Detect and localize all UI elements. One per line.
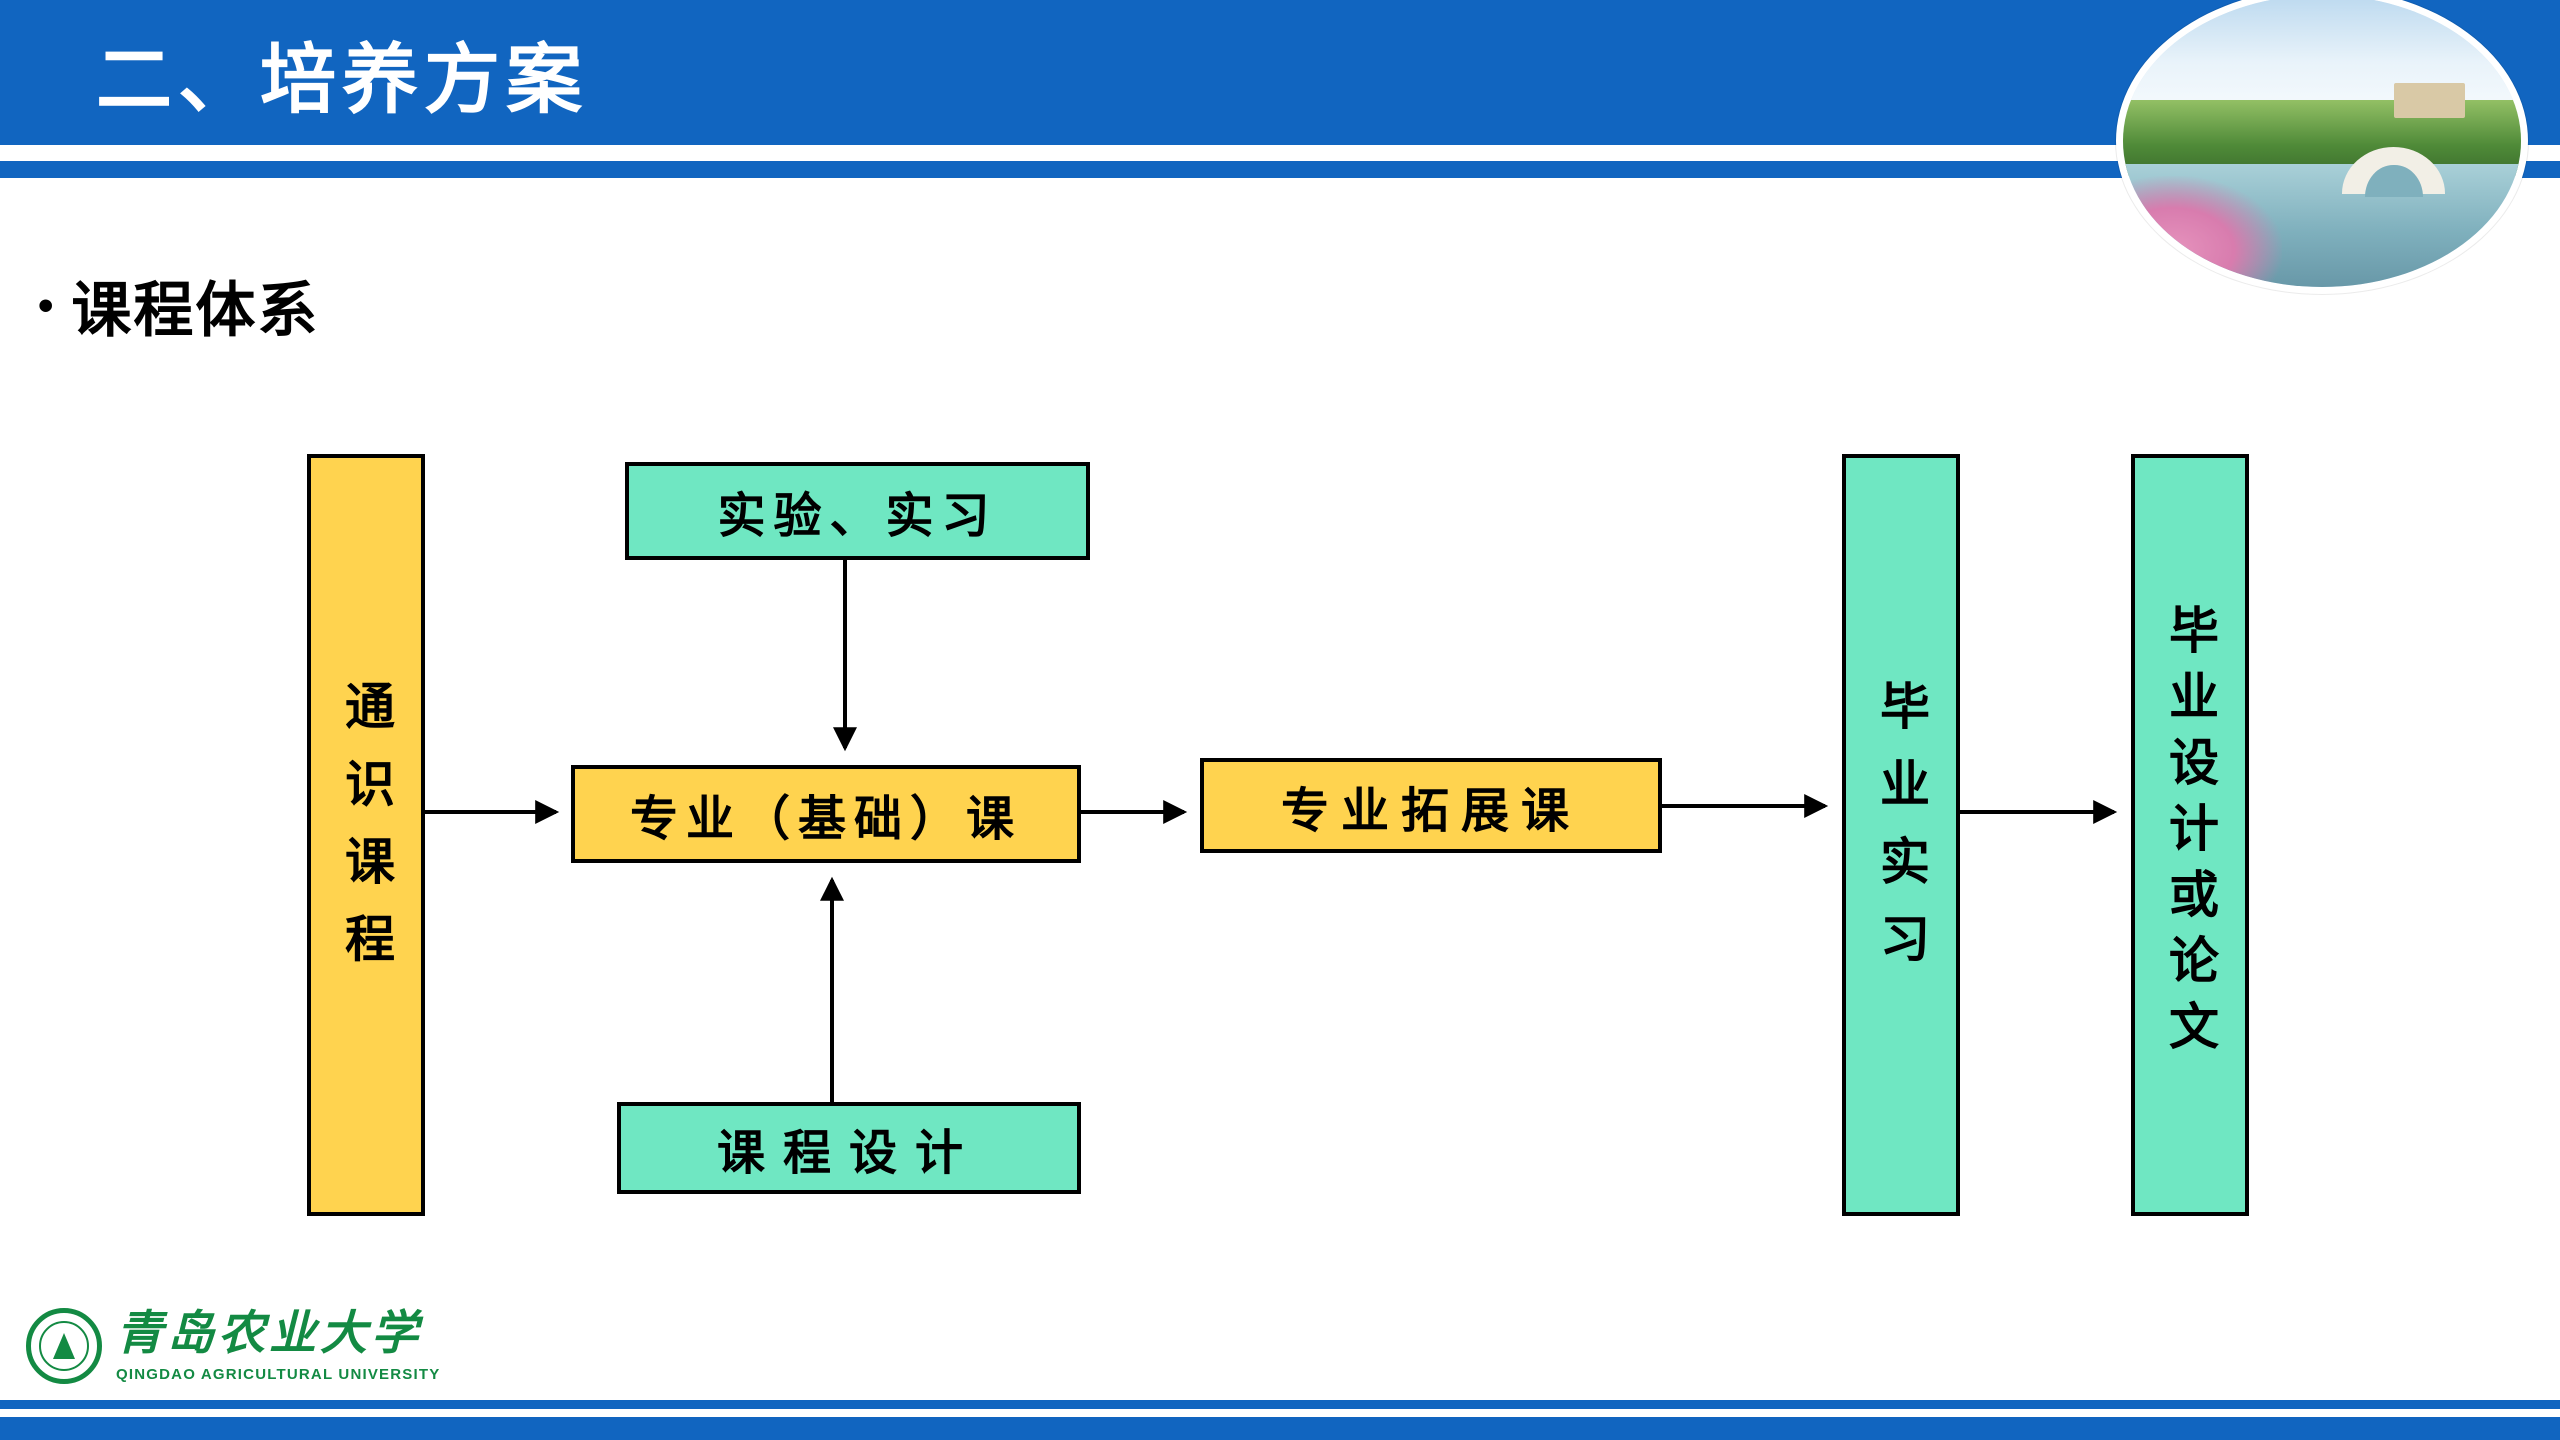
node-label: 通识课程 [337,680,396,990]
header-underline [0,161,2560,178]
node-label: 专业拓展课 [1280,782,1581,839]
campus-photo [2116,0,2528,294]
photo-building [2393,82,2466,118]
node-professional-extension-courses: 专业拓展课 [1200,758,1662,853]
node-label: 专业（基础）课 [629,791,1022,847]
node-label: 毕业设计或论文 [2161,604,2220,1066]
university-name-block: 青岛农业大学 QINGDAO AGRICULTURAL UNIVERSITY [116,1308,440,1383]
node-course-design: 课程设计 [617,1102,1081,1194]
university-logo-inner [39,1321,89,1371]
node-professional-basic-courses: 专业（基础）课 [571,765,1081,863]
node-label: 课程设计 [716,1125,981,1181]
node-label: 毕业实习 [1872,680,1931,990]
bottom-stripe-thick [0,1417,2560,1440]
bullet-marker: • [38,280,54,330]
node-graduation-thesis: 毕业设计或论文 [2131,454,2249,1216]
university-logo [26,1308,102,1384]
section-heading: • 课程体系 [38,262,319,349]
node-graduation-internship: 毕业实习 [1842,454,1960,1216]
tree-icon [53,1333,75,1359]
bottom-stripe-thin [0,1400,2560,1409]
university-name-en: QINGDAO AGRICULTURAL UNIVERSITY [116,1365,441,1383]
university-branding: 青岛农业大学 QINGDAO AGRICULTURAL UNIVERSITY [26,1308,440,1384]
photo-flowers [2123,176,2283,287]
node-general-courses: 通识课程 [307,454,425,1216]
slide-title: 二、培养方案 [96,37,588,123]
node-experiment-internship: 实验、实习 [625,462,1090,560]
section-title: 课程体系 [71,277,320,344]
node-label: 实验、实习 [717,488,998,544]
university-name-cn: 青岛农业大学 [116,1306,422,1361]
